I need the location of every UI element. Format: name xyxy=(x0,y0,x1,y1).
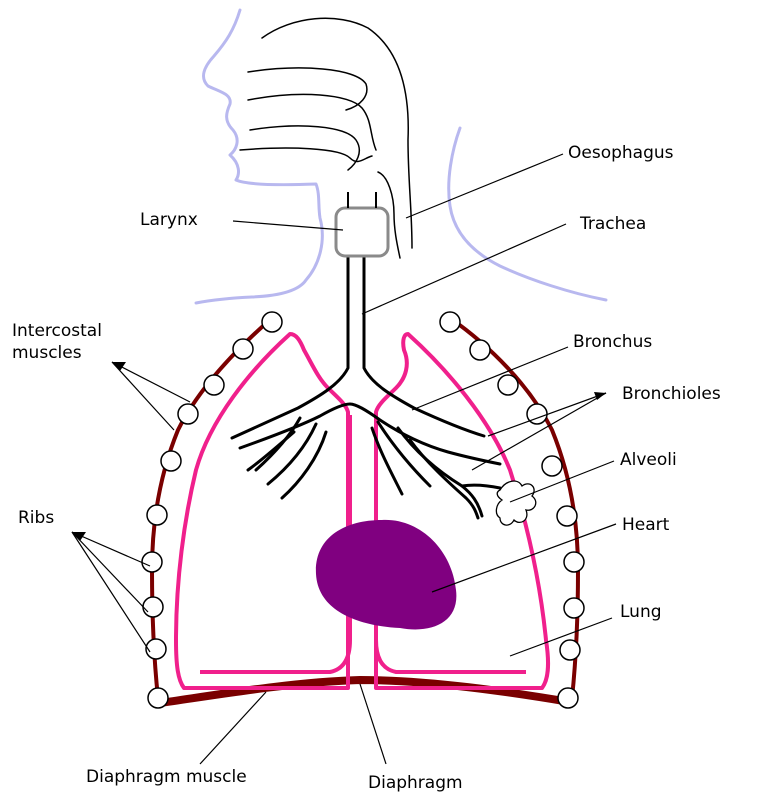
label-trachea: Trachea xyxy=(580,213,646,235)
label-ribs: Ribs xyxy=(18,507,54,529)
alveoli-cluster xyxy=(496,481,535,525)
rib-circle xyxy=(178,404,198,424)
label-alveoli: Alveoli xyxy=(620,449,677,471)
rib-circle xyxy=(148,688,168,708)
bronchioles-leader-a xyxy=(488,393,606,436)
arrowhead xyxy=(112,362,126,371)
rib-circle xyxy=(147,505,167,525)
ribs-leader-b xyxy=(72,532,148,612)
left-lung-outline xyxy=(176,334,348,688)
ribs-leader-c xyxy=(72,532,150,652)
intercostal-leader-a xyxy=(112,362,190,402)
rib-circle xyxy=(204,375,224,395)
oesophagus-leader xyxy=(406,154,563,218)
rib-circle xyxy=(542,456,562,476)
label-heart: Heart xyxy=(622,514,669,536)
larynx-notch xyxy=(348,192,376,208)
intercostal-leader-b xyxy=(112,362,174,430)
rib-circle xyxy=(498,375,518,395)
diaphragm-leader xyxy=(360,684,386,764)
rib-circle xyxy=(564,552,584,572)
heart-leader xyxy=(432,524,616,592)
rib-circle xyxy=(564,598,584,618)
label-diaphragm: Diaphragm xyxy=(368,772,463,794)
heart-shape xyxy=(316,520,456,630)
bronchus-leader xyxy=(412,347,568,410)
label-lung: Lung xyxy=(620,601,662,623)
rib-circle xyxy=(470,340,490,360)
rib-circle xyxy=(146,639,166,659)
label-bronchioles: Bronchioles xyxy=(622,383,721,405)
label-bronchus: Bronchus xyxy=(573,331,652,353)
rib-circle xyxy=(440,312,460,332)
rib-circle xyxy=(142,552,162,572)
label-oesophagus: Oesophagus xyxy=(568,142,674,164)
rib-circle xyxy=(560,640,580,660)
diaphragm-muscle-leader xyxy=(200,692,266,764)
label-diaphragm-muscle: Diaphragm muscle xyxy=(86,766,247,788)
larynx-shape xyxy=(336,208,388,256)
arrowhead xyxy=(72,532,86,541)
rib-circle xyxy=(558,688,578,708)
label-intercostal-line1: Intercostal xyxy=(12,320,102,342)
rib-circle xyxy=(557,506,577,526)
head-neck-outline xyxy=(196,10,606,303)
label-larynx: Larynx xyxy=(140,209,198,231)
lungs xyxy=(176,334,548,688)
rib-circle xyxy=(262,312,282,332)
rib-circle xyxy=(161,451,181,471)
rib-circle xyxy=(233,339,253,359)
larynx-leader xyxy=(233,221,343,230)
rib-circle xyxy=(143,597,163,617)
label-intercostal-line2: muscles xyxy=(12,342,82,364)
